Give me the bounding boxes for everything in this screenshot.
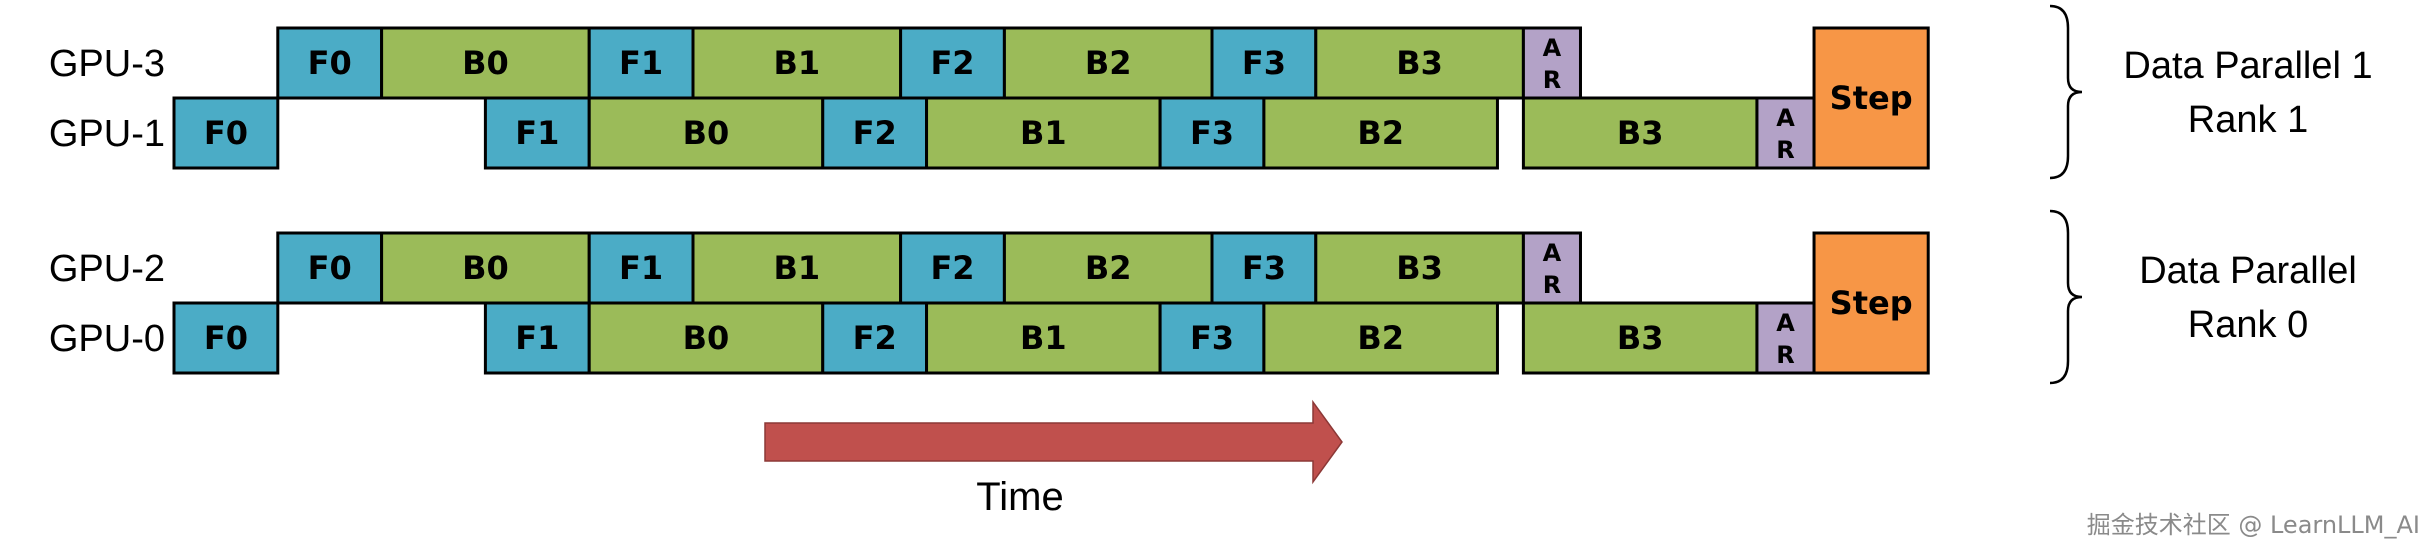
forward-block-f2 (899, 231, 1006, 305)
time-label: Time (976, 475, 1063, 519)
allreduce-label-bottom: R (1776, 341, 1794, 369)
allreduce-label-bottom: R (1543, 66, 1561, 94)
backward-block-b3 (1314, 26, 1525, 100)
forward-label-f3: F3 (1190, 114, 1234, 152)
forward-block-f0 (276, 26, 384, 100)
time-arrow (764, 399, 1343, 485)
forward-block-f0 (172, 301, 280, 375)
backward-label-b2: B2 (1085, 249, 1132, 287)
backward-label-b3: B3 (1617, 114, 1664, 152)
forward-block-f0 (172, 96, 280, 170)
gpu-label-gpu-2: GPU-2 (49, 248, 165, 290)
backward-label-b1: B1 (1020, 114, 1067, 152)
forward-label-f1: F1 (619, 249, 663, 287)
forward-label-f2: F2 (853, 319, 897, 357)
backward-label-b0: B0 (462, 44, 509, 82)
allreduce-label-top: A (1543, 34, 1562, 62)
forward-label-f2: F2 (930, 44, 974, 82)
backward-label-b0: B0 (683, 114, 730, 152)
backward-block-b3 (1521, 301, 1759, 375)
backward-label-b2: B2 (1357, 319, 1404, 357)
forward-label-f3: F3 (1190, 319, 1234, 357)
backward-label-b1: B1 (773, 44, 820, 82)
forward-label-f1: F1 (619, 44, 663, 82)
forward-label-f0: F0 (204, 114, 248, 152)
backward-label-b2: B2 (1085, 44, 1132, 82)
backward-label-b3: B3 (1617, 319, 1664, 357)
allreduce-label-bottom: R (1776, 136, 1794, 164)
forward-label-f1: F1 (515, 319, 559, 357)
allreduce-label-top: A (1543, 239, 1562, 267)
gpu-label-gpu-1: GPU-1 (49, 113, 165, 155)
forward-label-f3: F3 (1242, 44, 1286, 82)
forward-block-f1 (483, 301, 591, 375)
backward-label-b3: B3 (1396, 249, 1443, 287)
backward-block-b2 (1002, 26, 1214, 100)
allreduce-block-ar (1755, 301, 1816, 375)
group-brace (2049, 4, 2083, 180)
backward-block-b0 (380, 26, 591, 100)
backward-label-b1: B1 (1020, 319, 1067, 357)
gpu-label-gpu-3: GPU-3 (49, 43, 165, 85)
forward-label-f0: F0 (308, 44, 352, 82)
backward-label-b3: B3 (1396, 44, 1443, 82)
group-label-line2: Rank 1 (2188, 99, 2308, 141)
backward-block-b2 (1262, 96, 1499, 170)
group-brace (2049, 209, 2083, 385)
step-label: Step (1830, 79, 1913, 117)
forward-label-f0: F0 (308, 249, 352, 287)
forward-label-f0: F0 (204, 319, 248, 357)
backward-block-b2 (1262, 301, 1499, 375)
forward-block-f2 (821, 96, 929, 170)
forward-label-f2: F2 (930, 249, 974, 287)
allreduce-block-ar (1521, 231, 1582, 305)
step-label: Step (1830, 284, 1913, 322)
backward-label-b0: B0 (683, 319, 730, 357)
forward-block-f0 (276, 231, 384, 305)
watermark: 掘金技术社区 @ LearnLLM_AI (2087, 511, 2420, 539)
backward-label-b1: B1 (773, 249, 820, 287)
group-label-line2: Rank 0 (2188, 304, 2308, 346)
forward-label-f2: F2 (853, 114, 897, 152)
forward-label-f3: F3 (1242, 249, 1286, 287)
backward-label-b0: B0 (462, 249, 509, 287)
backward-block-b0 (587, 96, 825, 170)
allreduce-label-top: A (1776, 309, 1795, 337)
step-block (1812, 26, 1930, 170)
allreduce-label-bottom: R (1543, 271, 1561, 299)
step-block (1812, 231, 1930, 375)
backward-block-b3 (1521, 96, 1759, 170)
forward-label-f1: F1 (515, 114, 559, 152)
group-label-line1: Data Parallel 1 (2123, 45, 2372, 87)
allreduce-label-top: A (1776, 104, 1795, 132)
forward-block-f1 (587, 231, 695, 305)
group-label-line1: Data Parallel (2139, 250, 2357, 292)
backward-label-b2: B2 (1357, 114, 1404, 152)
backward-block-b1 (691, 231, 903, 305)
gpu-label-gpu-0: GPU-0 (49, 318, 165, 360)
forward-block-f2 (821, 301, 929, 375)
backward-block-b1 (925, 96, 1162, 170)
backward-block-b0 (380, 231, 591, 305)
